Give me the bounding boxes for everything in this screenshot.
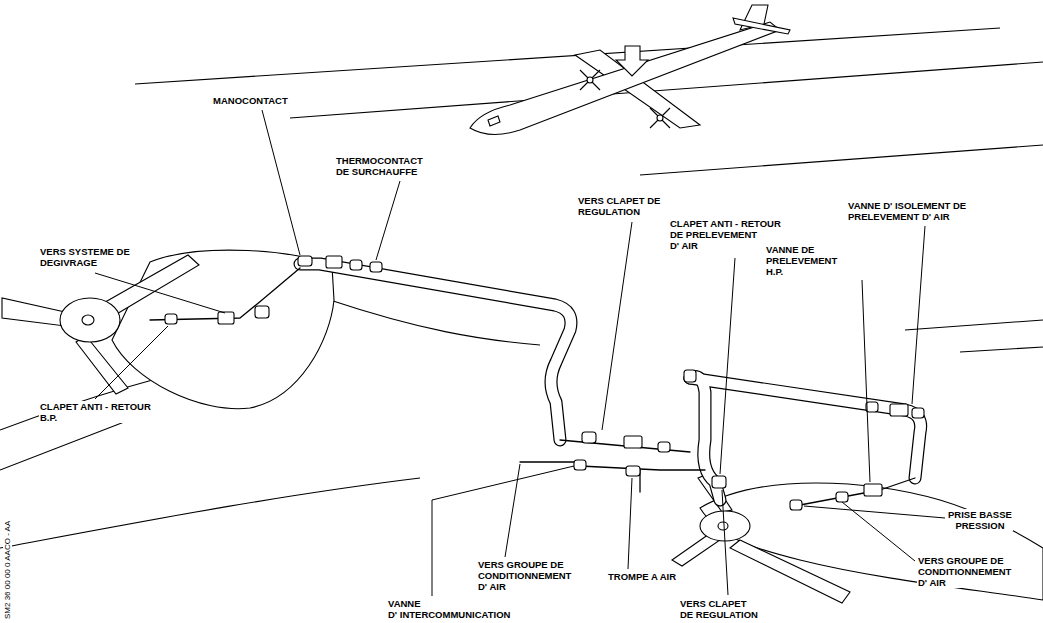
part-label: VANNE DE PRELEVEMENT H.P. [765,244,838,277]
valve-symbols [165,256,924,510]
part-label: PRISE BASSE PRESSION [947,509,1013,531]
part-label: VERS CLAPET DE REGULATION [577,195,661,217]
part-label: VERS GROUPE DE CONDITIONNEMENT D' AIR [477,559,572,592]
part-label: VERS CLAPET DE REGULATION [679,598,759,620]
left-engine [2,250,334,409]
part-label: MANOCONTACT [212,95,289,106]
part-label: VERS GROUPE DE CONDITIONNEMENT D' AIR [917,555,1012,588]
right-engine [672,474,1043,603]
part-label: TROMPE A AIR [607,571,677,582]
part-label: CLAPET ANTI - RETOUR B.P. [39,401,152,423]
part-label: VANNE D' INTERCOMMUNICATION [387,598,511,620]
bleed-ducts [150,264,921,505]
part-label: THERMOCONTACT DE SURCHAUFFE [335,155,424,177]
drawing-reference: SM2 36 00 00 0 AACO - AA [3,521,12,619]
leader-lines [95,110,945,596]
part-label: VERS SYSTEME DE DEGIVRAGE [39,246,131,268]
part-label: VANNE D' ISOLEMENT DE PRELEVEMENT D' AIR [847,200,967,222]
small-aircraft [470,5,790,135]
